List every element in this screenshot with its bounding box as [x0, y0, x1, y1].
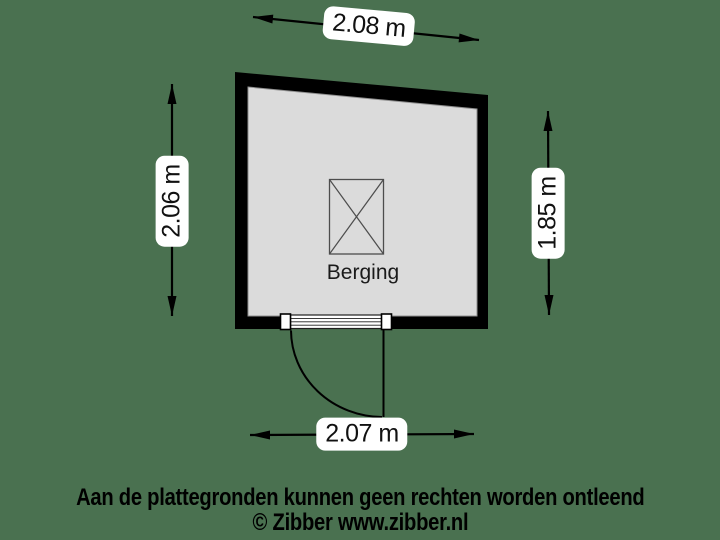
arrowhead	[544, 295, 554, 315]
arrowhead	[543, 111, 553, 131]
room-name-label: Berging	[326, 261, 400, 284]
footer-disclaimer-text: Aan de plattegronden kunnen geen rechten…	[75, 484, 645, 511]
arrowhead	[167, 84, 177, 104]
door-swing-arc	[290, 330, 383, 418]
arrowhead	[454, 429, 474, 439]
door-threshold	[289, 314, 383, 330]
footer-credit-text: © Zibber www.zibber.nl	[252, 509, 468, 536]
arrowhead	[253, 14, 274, 24]
door-jamb-left	[279, 313, 292, 331]
dimension-label-bottom: 2.07 m	[316, 417, 408, 451]
arrowhead	[458, 33, 479, 43]
footer-disclaimer: Aan de plattegronden kunnen geen rechten…	[0, 484, 720, 512]
room-floor-area	[247, 86, 478, 317]
arrowhead	[250, 430, 270, 440]
dimension-label-right: 1.85 m	[531, 167, 565, 259]
door-jamb-right	[380, 313, 393, 331]
footer-credit: © Zibber www.zibber.nl	[0, 509, 720, 537]
arrowhead	[167, 296, 177, 316]
x-box-symbol	[328, 178, 385, 255]
dimension-label-left: 2.06 m	[155, 155, 189, 247]
